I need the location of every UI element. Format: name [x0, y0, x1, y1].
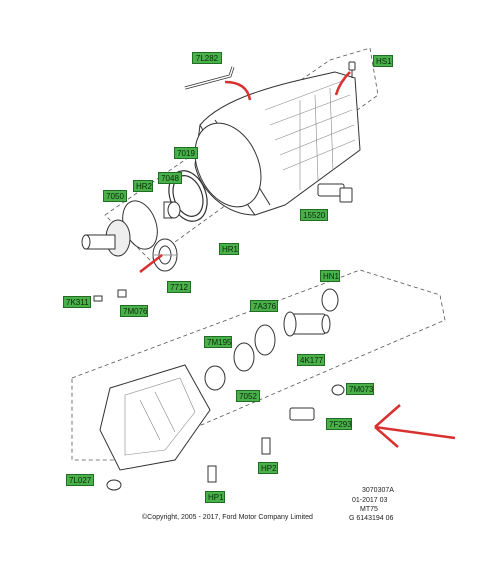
callout-7m076: 7M076 [120, 305, 148, 317]
callout-7019: 7019 [174, 147, 198, 159]
bushing-part [163, 201, 181, 219]
callout-7l282: 7L282 [192, 52, 222, 64]
illustration-id: 3070307A [362, 487, 394, 494]
callout-hp2: HP2 [258, 462, 278, 474]
callout-hn1: HN1 [320, 270, 340, 282]
screw-part [348, 61, 356, 78]
nut-part [321, 288, 339, 312]
callout-hp1: HP1 [205, 491, 225, 503]
callout-7f293: 7F293 [326, 418, 352, 430]
callout-7052: 7052 [236, 390, 260, 402]
callout-7l027: 7L027 [66, 474, 94, 486]
callout-7a376: 7A376 [250, 300, 278, 312]
input-shaft-part [81, 200, 158, 257]
rear-housing [99, 364, 211, 471]
transmission-case [194, 71, 361, 216]
callout-7k311: 7K311 [63, 296, 91, 308]
synchronizer-part [152, 238, 178, 272]
callout-7048: 7048 [158, 172, 182, 184]
date-code: 01-2017 03 [352, 497, 388, 504]
shift-rod-part [184, 66, 235, 90]
reference-code: G 6143194 06 [349, 515, 394, 522]
callout-hr2: HR2 [133, 180, 153, 192]
red-arrows [139, 71, 456, 448]
callout-7712: 7712 [167, 281, 191, 293]
callout-15520: 15520 [300, 209, 328, 221]
seal-gear-part [204, 342, 255, 391]
callout-hs1: HS1 [373, 55, 393, 67]
speed-sensor-part [317, 183, 353, 203]
copyright-text: ©Copyright, 2005 - 2017, Ford Motor Comp… [142, 514, 313, 521]
model-label: MT75 [360, 506, 378, 513]
switch-part [289, 384, 345, 421]
extension-housing-part [254, 311, 331, 356]
callout-4k177: 4K177 [297, 354, 325, 366]
callout-7m073: 7M073 [346, 383, 374, 395]
callout-7050: 7050 [103, 190, 127, 202]
callout-hr1: HR1 [219, 243, 239, 255]
bolt-parts [106, 437, 271, 491]
small-bolt-part [93, 289, 127, 302]
callout-7m195: 7M195 [204, 336, 232, 348]
